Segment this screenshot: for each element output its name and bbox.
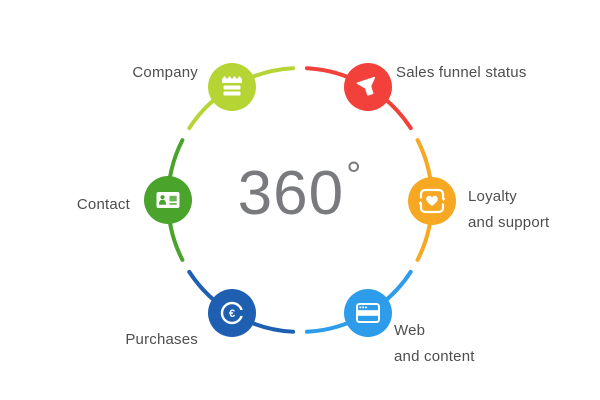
- label-purchases-line1: Purchases: [125, 331, 198, 348]
- label-sales-funnel-status: Sales funnel status: [396, 60, 566, 86]
- label-loyalty-and-support: Loyalty and support: [468, 184, 588, 236]
- node-sales: [344, 63, 392, 111]
- node-web: [344, 289, 392, 337]
- svg-text:€: €: [229, 308, 235, 320]
- label-company: Company: [78, 60, 198, 86]
- label-sales-line1: Sales funnel status: [396, 64, 527, 81]
- center-360-value: 360: [237, 159, 345, 228]
- funnel-icon: [356, 76, 376, 96]
- label-purchases: Purchases: [60, 327, 198, 353]
- center-360-text: 360°: [0, 157, 600, 225]
- node-loyalty: [408, 177, 456, 225]
- label-loyalty-line2: and support: [468, 214, 550, 231]
- node-company: [208, 63, 256, 111]
- degree-symbol: °: [346, 155, 363, 197]
- label-web-line1: Web: [394, 322, 426, 339]
- label-contact-line1: Contact: [76, 196, 130, 213]
- label-loyalty-line1: Loyalty: [468, 188, 517, 205]
- label-web-and-content: Web and content: [394, 318, 534, 370]
- euro-coin-icon: €: [220, 301, 245, 325]
- id-card-icon: [156, 192, 180, 208]
- node-purchases-circle: [208, 289, 256, 337]
- node-contact: [144, 176, 192, 224]
- node-purchases: €: [208, 289, 256, 337]
- label-web-line2: and content: [394, 348, 475, 365]
- heart-loop-icon: [418, 188, 446, 214]
- label-contact: Contact: [30, 192, 130, 218]
- label-company-line1: Company: [132, 64, 198, 81]
- browser-window-icon: [356, 303, 380, 323]
- company-building-icon: [222, 76, 242, 96]
